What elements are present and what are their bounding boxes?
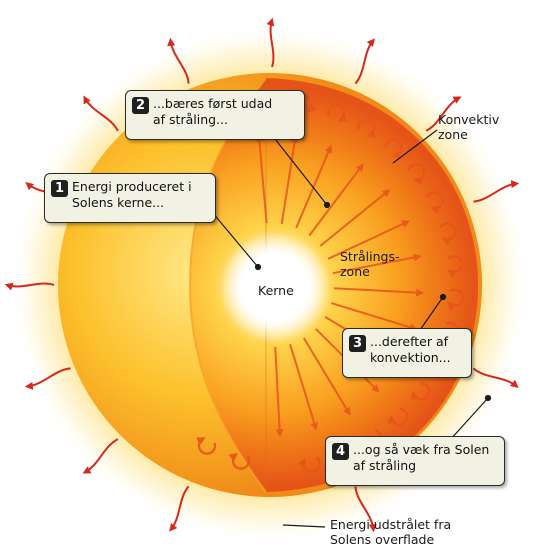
callout-2: 2 ...bæres først udad af stråling... [125, 90, 305, 140]
callout-text-3: ...derefter af konvektion... [370, 334, 451, 366]
label-radiative-zone: Strålings- zone [340, 249, 399, 279]
callout-1: 1 Energi produceret i Solens kerne... [44, 173, 216, 223]
leader-dot-1 [256, 265, 261, 270]
callout-text-2: ...bæres først udad af stråling... [153, 96, 272, 128]
callout-text-4: ...og så væk fra Solen af stråling [353, 442, 489, 474]
leader-dot-4 [486, 396, 491, 401]
callout-number-4: 4 [332, 443, 349, 460]
label-surface-energy: Energi udstrålet fra Solens overflade [330, 517, 451, 547]
callout-number-1: 1 [51, 180, 68, 197]
leader-dot-2 [325, 203, 330, 208]
callout-4: 4 ...og så væk fra Solen af stråling [325, 436, 505, 486]
label-convective-zone: Konvektiv zone [438, 112, 499, 142]
leader-dot-3 [441, 295, 446, 300]
callout-text-1: Energi produceret i Solens kerne... [72, 179, 192, 211]
callout-number-2: 2 [132, 97, 149, 114]
callout-number-3: 3 [349, 335, 366, 352]
label-core: Kerne [258, 283, 294, 298]
callout-3: 3 ...derefter af konvektion... [342, 328, 472, 378]
